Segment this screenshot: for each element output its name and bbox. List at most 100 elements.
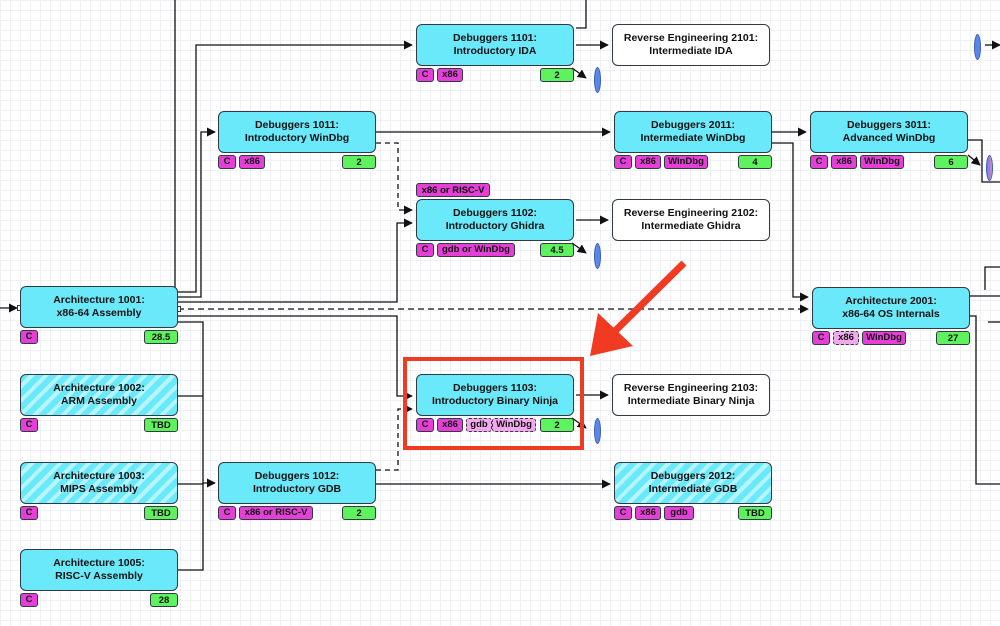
tag-arch: x86 bbox=[437, 68, 463, 82]
optional-marker-icon bbox=[594, 67, 601, 93]
node-subtitle: x86-64 OS Internals bbox=[842, 308, 940, 320]
tag-language: C bbox=[218, 506, 236, 520]
node-subtitle: Intermediate IDA bbox=[649, 45, 733, 57]
course-node-dbg2012[interactable]: Debuggers 2012: Intermediate GDB C x86 g… bbox=[614, 462, 772, 522]
node-subtitle: Advanced WinDbg bbox=[842, 132, 936, 144]
tag-language: C bbox=[810, 155, 828, 169]
course-node-dbg1012[interactable]: Debuggers 1012: Introductory GDB C x86 o… bbox=[218, 462, 376, 522]
course-node-arch1002[interactable]: Architecture 1002: ARM Assembly C TBD bbox=[20, 374, 178, 434]
node-box: Debuggers 2012: Intermediate GDB bbox=[614, 462, 772, 504]
node-subtitle: Intermediate Binary Ninja bbox=[627, 395, 755, 407]
course-node-dbg3011[interactable]: Debuggers 3011: Advanced WinDbg C x86 Wi… bbox=[810, 111, 968, 171]
wire bbox=[967, 154, 981, 166]
duration-badge: 4 bbox=[738, 155, 772, 169]
course-node-re2102[interactable]: Reverse Engineering 2102: Intermediate G… bbox=[612, 199, 770, 243]
node-title: Reverse Engineering 2103: bbox=[623, 382, 759, 394]
node-title: Architecture 1003: bbox=[53, 470, 145, 482]
duration-badge: 2 bbox=[342, 506, 376, 520]
node-subtitle: Intermediate WinDbg bbox=[640, 132, 746, 144]
tag-arch: x86 bbox=[635, 506, 661, 520]
tag-language: C bbox=[614, 506, 632, 520]
node-box: Architecture 1002: ARM Assembly bbox=[20, 374, 178, 416]
optional-marker-icon bbox=[986, 155, 993, 181]
tag-language: C bbox=[416, 418, 434, 432]
optional-marker-icon bbox=[594, 243, 601, 269]
node-subtitle: Intermediate Ghidra bbox=[641, 220, 741, 232]
duration-badge: 28 bbox=[150, 593, 178, 607]
tag-arch: x86 bbox=[239, 155, 265, 169]
wire bbox=[576, 0, 587, 29]
course-node-arch2001[interactable]: Architecture 2001: x86-64 OS Internals C… bbox=[812, 287, 970, 347]
optional-marker-icon bbox=[974, 34, 981, 60]
node-title: Debuggers 1103: bbox=[452, 382, 538, 394]
duration-badge: TBD bbox=[738, 506, 772, 520]
node-box: Debuggers 1101: Introductory IDA bbox=[416, 24, 574, 66]
node-title: Architecture 1005: bbox=[53, 557, 145, 569]
node-title: Debuggers 2011: bbox=[650, 119, 736, 131]
node-box: Reverse Engineering 2102: Intermediate G… bbox=[612, 199, 770, 241]
wire bbox=[968, 139, 1000, 183]
duration-badge: 28.5 bbox=[144, 330, 178, 344]
tag-debugger: WinDbg bbox=[664, 155, 708, 169]
wire bbox=[178, 218, 413, 303]
tag-debugger: WinDbg bbox=[860, 155, 904, 169]
node-subtitle: Introductory Binary Ninja bbox=[431, 395, 558, 407]
wire bbox=[376, 142, 413, 215]
node-title: Architecture 1001: bbox=[53, 294, 145, 306]
duration-badge: 27 bbox=[936, 331, 970, 345]
node-title: Debuggers 3011: bbox=[846, 119, 932, 131]
course-node-dbg2011[interactable]: Debuggers 2011: Intermediate WinDbg C x8… bbox=[614, 111, 772, 171]
wire bbox=[178, 321, 216, 488]
tag-debugger: gdb or WinDbg bbox=[437, 243, 515, 257]
node-box: Reverse Engineering 2101: Intermediate I… bbox=[612, 24, 770, 66]
wire bbox=[772, 142, 809, 302]
tag-language: C bbox=[20, 418, 38, 432]
tag-arch: x86 bbox=[833, 331, 859, 345]
course-node-arch1003[interactable]: Architecture 1003: MIPS Assembly C TBD bbox=[20, 462, 178, 522]
node-subtitle: MIPS Assembly bbox=[60, 483, 138, 495]
tag-language: C bbox=[20, 330, 38, 344]
node-subtitle: Introductory IDA bbox=[453, 45, 537, 57]
tag-arch: x86 bbox=[635, 155, 661, 169]
course-node-re2101[interactable]: Reverse Engineering 2101: Intermediate I… bbox=[612, 24, 770, 68]
duration-badge: 4.5 bbox=[540, 243, 574, 257]
node-box: Architecture 2001: x86-64 OS Internals bbox=[812, 287, 970, 329]
node-title: Reverse Engineering 2102: bbox=[623, 207, 759, 219]
node-title: Debuggers 1011: bbox=[254, 119, 340, 131]
node-subtitle: ARM Assembly bbox=[60, 395, 138, 407]
duration-badge: 6 bbox=[934, 155, 968, 169]
tag-language: C bbox=[20, 593, 38, 607]
wire bbox=[571, 67, 587, 79]
wire bbox=[178, 315, 413, 401]
tag-debugger: WinDbg bbox=[492, 418, 536, 432]
node-title: Debuggers 2012: bbox=[650, 470, 736, 482]
node-subtitle: RISC-V Assembly bbox=[55, 570, 143, 582]
wire bbox=[984, 266, 1000, 290]
node-box: Debuggers 3011: Advanced WinDbg bbox=[810, 111, 968, 153]
tag-debugger: gdb bbox=[664, 506, 694, 520]
wire bbox=[970, 315, 1000, 485]
node-box: Debuggers 1011: Introductory WinDbg bbox=[218, 111, 376, 153]
tag-language: C bbox=[416, 68, 434, 82]
course-node-dbg1101[interactable]: Debuggers 1101: Introductory IDA C x86 2 bbox=[416, 24, 574, 84]
course-node-re2103[interactable]: Reverse Engineering 2103: Intermediate B… bbox=[612, 374, 770, 418]
course-node-arch1001[interactable]: Architecture 1001: x86-64 Assembly C 28.… bbox=[20, 286, 178, 346]
tag-debugger: WinDbg bbox=[862, 331, 906, 345]
course-node-dbg1102[interactable]: Debuggers 1102: Introductory Ghidra C gd… bbox=[416, 199, 574, 259]
node-box: Architecture 1001: x86-64 Assembly bbox=[20, 286, 178, 328]
tag-arch: x86 bbox=[437, 418, 463, 432]
tag-debugger: gdb bbox=[466, 418, 492, 432]
node-box: Debuggers 1012: Introductory GDB bbox=[218, 462, 376, 504]
node-title: Debuggers 1101: bbox=[452, 32, 538, 44]
tag-language: C bbox=[218, 155, 236, 169]
tag-language: C bbox=[614, 155, 632, 169]
callout-arrow bbox=[590, 260, 687, 356]
wire bbox=[376, 404, 413, 471]
course-node-dbg1011[interactable]: Debuggers 1011: Introductory WinDbg C x8… bbox=[218, 111, 376, 171]
node-subtitle: x86-64 Assembly bbox=[56, 307, 142, 319]
course-node-arch1005[interactable]: Architecture 1005: RISC-V Assembly C 28 bbox=[20, 549, 178, 609]
optional-marker-icon bbox=[594, 418, 601, 444]
node-subtitle: Introductory GDB bbox=[252, 483, 342, 495]
course-node-dbg1103[interactable]: Debuggers 1103: Introductory Binary Ninj… bbox=[416, 374, 574, 434]
wire bbox=[178, 483, 204, 571]
